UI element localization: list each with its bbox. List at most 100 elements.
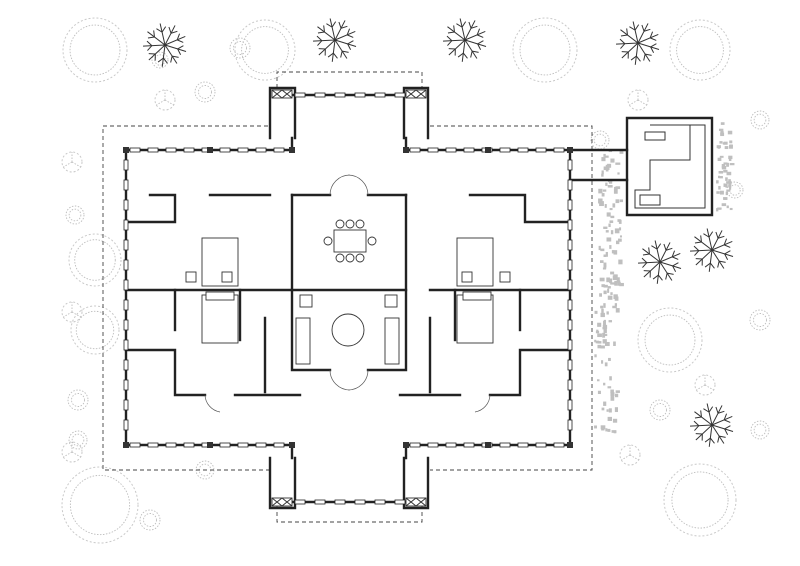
window-icon (499, 442, 511, 448)
window-icon (499, 147, 511, 153)
window-icon (147, 147, 159, 153)
column (123, 442, 129, 448)
window-icon (294, 499, 306, 505)
window-icon (553, 147, 565, 153)
window-icon (334, 499, 346, 505)
deciduous-tree-icon (61, 466, 139, 544)
window-icon (517, 442, 529, 448)
window-icon (237, 147, 249, 153)
shrub-icon (649, 399, 671, 421)
deciduous-tree-icon (68, 233, 122, 287)
post-icon (405, 497, 427, 507)
window-icon (123, 359, 129, 371)
window-icon (463, 442, 475, 448)
window-icon (165, 147, 177, 153)
deciduous-tree-icon (512, 17, 578, 83)
deciduous-tree-icon (669, 19, 731, 81)
deciduous-tree-icon (234, 19, 296, 81)
column (289, 442, 295, 448)
window-icon (219, 442, 231, 448)
tree-symbol-icon (61, 441, 83, 463)
window-icon (394, 499, 406, 505)
shrub-icon (229, 37, 251, 59)
verandah-walls (124, 86, 629, 510)
shrub-icon (194, 81, 216, 103)
post-icon (271, 497, 293, 507)
window-icon (123, 399, 129, 411)
window-icon (567, 259, 573, 271)
window-icon (553, 442, 565, 448)
window-icon (567, 359, 573, 371)
column (403, 442, 409, 448)
shrub-icon (749, 309, 771, 331)
tree-symbol-icon (61, 301, 83, 323)
palm-tree-icon (690, 403, 734, 447)
column (567, 147, 573, 153)
tree-symbol-icon (61, 151, 83, 173)
deciduous-tree-icon (70, 305, 120, 355)
shrub-icon (139, 509, 161, 531)
windows-and-columns (123, 89, 573, 507)
tree-symbol-icon (154, 89, 176, 111)
window-icon (445, 147, 457, 153)
column (207, 147, 213, 153)
window-icon (129, 147, 141, 153)
shrub-icon (750, 420, 770, 440)
column (403, 147, 409, 153)
tree-symbol-icon (627, 89, 649, 111)
window-icon (123, 259, 129, 271)
window-icon (123, 339, 129, 351)
palm-tree-icon (616, 21, 660, 65)
deciduous-tree-icon (62, 17, 128, 83)
window-icon (147, 442, 159, 448)
column (567, 442, 573, 448)
gravel-path (594, 122, 735, 434)
window-icon (123, 199, 129, 211)
window-icon (517, 147, 529, 153)
window-icon (165, 442, 177, 448)
window-icon (409, 147, 421, 153)
window-icon (567, 339, 573, 351)
window-icon (129, 442, 141, 448)
window-icon (463, 147, 475, 153)
window-icon (567, 379, 573, 391)
palm-tree-icon (313, 18, 357, 62)
window-icon (255, 442, 267, 448)
window-icon (427, 442, 439, 448)
window-icon (427, 147, 439, 153)
palm-tree-icon (690, 228, 734, 272)
door-swings (204, 174, 491, 413)
window-icon (567, 419, 573, 431)
column (289, 147, 295, 153)
window-icon (535, 442, 547, 448)
window-icon (123, 379, 129, 391)
tree-symbol-icon (694, 374, 716, 396)
window-icon (535, 147, 547, 153)
window-icon (183, 147, 195, 153)
window-icon (123, 279, 129, 291)
deciduous-tree-icon (663, 463, 737, 537)
window-icon (567, 239, 573, 251)
window-icon (273, 147, 285, 153)
column (123, 147, 129, 153)
window-icon (374, 92, 386, 98)
palm-tree-icon (638, 240, 682, 284)
window-icon (123, 319, 129, 331)
roof-outline (102, 71, 593, 523)
window-icon (394, 92, 406, 98)
column (207, 442, 213, 448)
window-icon (354, 499, 366, 505)
window-icon (567, 179, 573, 191)
window-icon (314, 499, 326, 505)
window-icon (219, 147, 231, 153)
window-icon (123, 159, 129, 171)
post-icon (271, 89, 293, 99)
shrub-icon (65, 205, 85, 225)
window-icon (123, 219, 129, 231)
window-icon (567, 319, 573, 331)
shrub-icon (750, 110, 770, 130)
window-icon (123, 299, 129, 311)
interior-walls (124, 193, 572, 397)
shrub-icon (590, 130, 610, 150)
